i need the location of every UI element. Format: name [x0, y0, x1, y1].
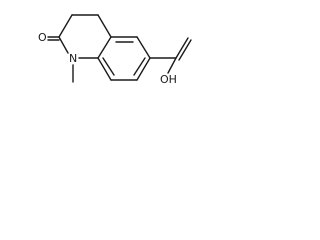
bond-c8-c8a [97, 57, 112, 81]
bond-c5-c6 [136, 36, 151, 59]
bond-c4a-c4 [97, 14, 112, 38]
bond-carboxyl-oxygen-2 [178, 39, 192, 61]
bond-c2-n [58, 36, 69, 54]
bond-carboxyl-oxygen-1 [175, 37, 189, 59]
carbonyl-oxygen-label: O [38, 31, 47, 44]
bond-carboxyl-oh [167, 57, 177, 74]
bond-c8a-c4a [97, 36, 112, 59]
molecule-drawing: O N OH [38, 14, 192, 86]
carboxylic-acid-label: OH [160, 73, 177, 86]
aromatic-double-bond-2 [133, 57, 146, 76]
bond-c6-c7 [136, 57, 151, 81]
ring-nitrogen-label: N [69, 52, 77, 65]
bond-c3-c2 [58, 14, 73, 38]
aromatic-double-bond-3 [102, 57, 115, 76]
structure-canvas: O N OH [0, 0, 203, 108]
